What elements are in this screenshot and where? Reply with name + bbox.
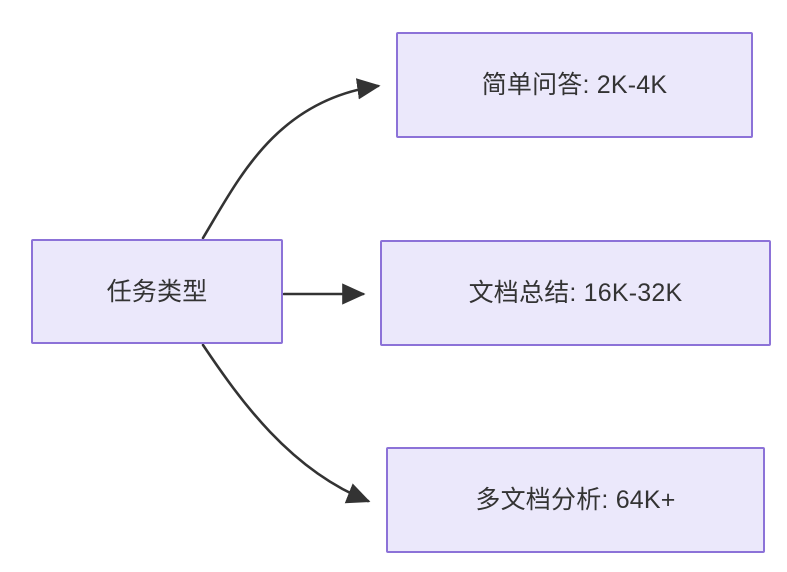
edge-source-to-multi-doc [201,343,371,504]
node-simple-qa-label: 简单问答: 2K-4K [481,71,668,99]
node-multi-doc[interactable]: 多文档分析: 64K+ [386,447,765,553]
node-task-type[interactable]: 任务类型 [31,239,283,344]
node-task-type-label: 任务类型 [106,277,208,306]
node-simple-qa[interactable]: 简单问答: 2K-4K [396,32,753,138]
node-doc-summary[interactable]: 文档总结: 16K-32K [380,240,771,346]
node-doc-summary-label: 文档总结: 16K-32K [468,279,683,307]
edge-source-to-simple-qa [201,78,381,240]
node-multi-doc-label: 多文档分析: 64K+ [475,486,676,514]
